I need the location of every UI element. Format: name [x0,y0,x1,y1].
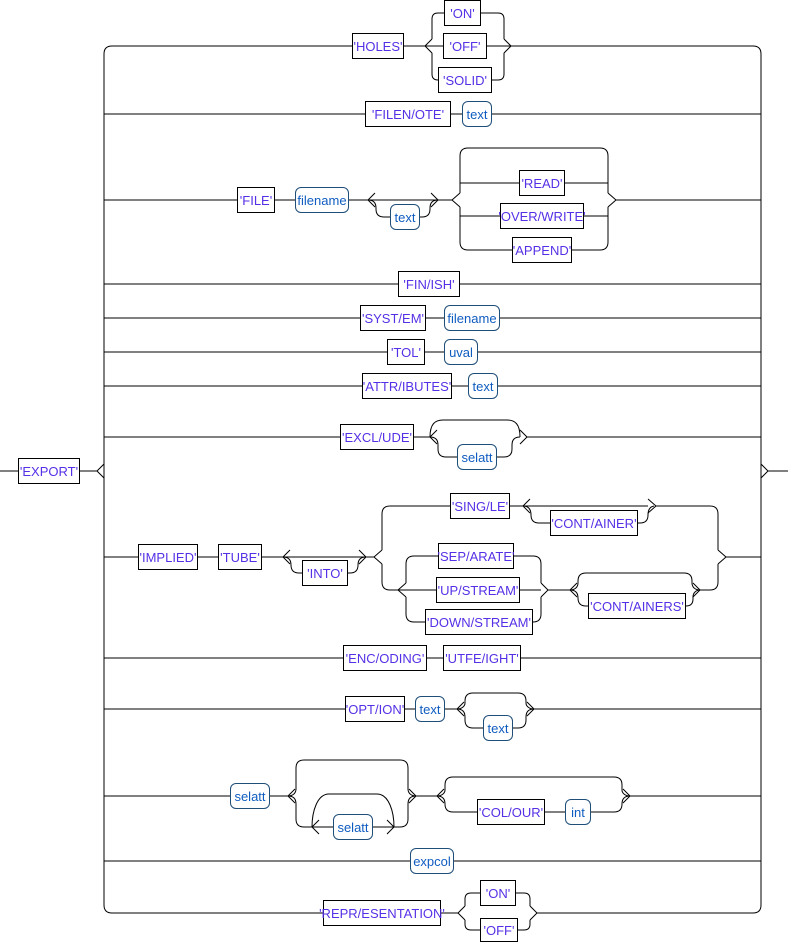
terminal-into: 'INTO' [302,560,348,586]
nonterminal-int: int [565,799,591,825]
terminal-encoding: 'ENC/ODING' [343,645,427,671]
terminal-export: 'EXPORT' [18,458,80,484]
nonterminal-expcol: expcol [410,848,454,874]
terminal-implied: 'IMPLIED' [138,544,198,570]
terminal-upstream: 'UP/STREAM' [436,577,520,603]
nonterminal-text-2: text [390,204,420,230]
terminal-attributes: 'ATTR/IBUTES' [362,373,452,399]
terminal-tube: 'TUBE' [218,544,262,570]
terminal-off: 'OFF' [443,33,487,59]
terminal-exclude: 'EXCL/UDE' [340,424,414,450]
nonterminal-filename-2: filename [444,305,500,331]
terminal-downstream: 'DOWN/STREAM' [425,609,533,635]
terminal-append: 'APPEND' [512,237,572,263]
terminal-repr-off: 'OFF' [480,918,518,942]
terminal-tol: 'TOL' [387,339,425,365]
nonterminal-text-4: text [415,696,445,722]
terminal-container: 'CONT/AINER' [550,510,638,536]
nonterminal-text-5: text [483,715,513,741]
terminal-filenote: 'FILEN/OTE' [365,101,451,127]
terminal-single: 'SING/LE' [450,493,510,519]
nonterminal-selatt-1: selatt [457,444,497,470]
terminal-separate: 'SEP/ARATE' [438,543,514,569]
terminal-holes: 'HOLES' [352,33,404,59]
junction-chevrons [96,38,769,921]
nonterminal-text-1: text [462,101,492,127]
terminal-system: 'SYST/EM' [360,305,426,331]
nonterminal-text-3: text [468,373,498,399]
terminal-solid: 'SOLID' [438,67,492,93]
terminal-utfeight: 'UTFE/IGHT' [443,645,521,671]
terminal-on: 'ON' [444,0,481,26]
terminal-file: 'FILE' [237,187,275,213]
terminal-repr-on: 'ON' [480,880,516,906]
terminal-containers: 'CONT/AINERS' [588,593,686,619]
terminal-finish: 'FIN/ISH' [398,271,460,297]
terminal-colour: 'COL/OUR' [477,799,545,825]
nonterminal-filename-1: filename [295,187,349,213]
nonterminal-uval: uval [444,339,478,365]
connector-lines [0,12,788,931]
terminal-overwrite: 'OVER/WRITE' [498,203,586,229]
terminal-option: 'OPT/ION' [345,696,405,722]
terminal-read: 'READ' [519,170,565,196]
nonterminal-selatt-3: selatt [333,814,373,840]
terminal-representation: 'REPR/ESENTATION' [319,900,445,926]
nonterminal-selatt-2: selatt [230,783,270,809]
